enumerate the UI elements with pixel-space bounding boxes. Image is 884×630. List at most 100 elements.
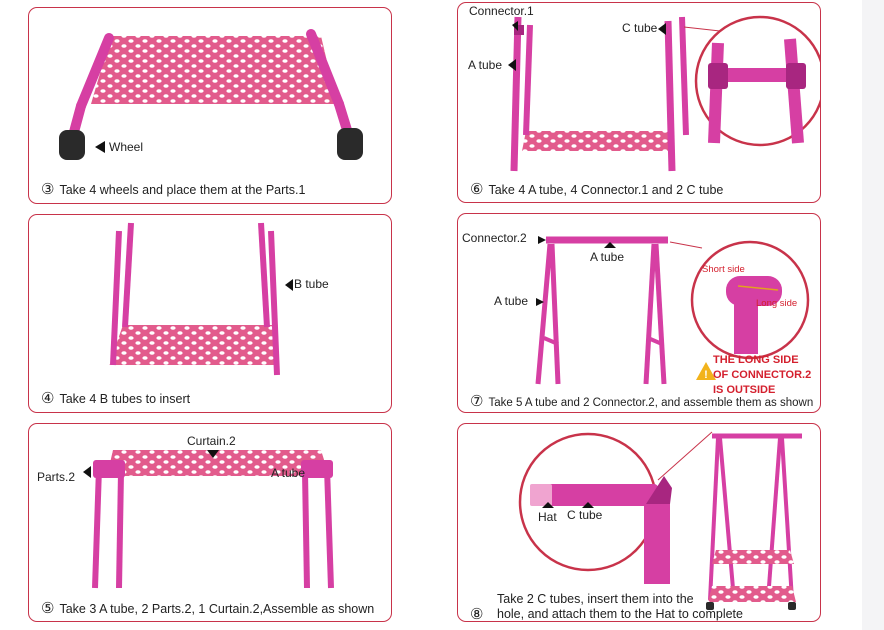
step-5-text: Take 3 A tube, 2 Parts.2, 1 Curtain.2,As… bbox=[59, 602, 375, 616]
a-tube-3 bbox=[643, 243, 657, 385]
a-tube-1 bbox=[535, 243, 553, 385]
label-a-tube: A tube bbox=[468, 58, 503, 72]
b-tube-1 bbox=[110, 230, 122, 366]
a-tube-pointer bbox=[508, 59, 516, 71]
zoom-guide bbox=[657, 431, 713, 481]
wheel-left bbox=[59, 130, 85, 160]
warning-text: THE LONG SIDE OF CONNECTOR.2 IS OUTSIDE bbox=[713, 353, 811, 398]
connector-pointer bbox=[512, 21, 518, 31]
step-3-number: ③ bbox=[41, 181, 55, 198]
a-tube-1 bbox=[510, 16, 522, 172]
warning-line-2: OF CONNECTOR.2 bbox=[713, 369, 812, 381]
step-7-caption: ⑦ Take 5 A tube and 2 Connector.2, and as… bbox=[470, 392, 813, 410]
zoom-connector-2 bbox=[726, 276, 782, 306]
wheel-pointer bbox=[95, 141, 105, 153]
step-6-number: ⑥ bbox=[470, 181, 484, 198]
a-tube-4 bbox=[653, 243, 667, 385]
zoom-connector-right bbox=[786, 63, 806, 89]
label-connector-2: Connector.2 bbox=[462, 231, 527, 245]
step-8-text-line-2: hole, and attach them to the Hat to comp… bbox=[497, 607, 743, 621]
c-tube-pointer bbox=[658, 23, 666, 35]
step-6-panel: Connector.1 C tube A tube ⑥ Take 4 A tube… bbox=[457, 2, 821, 203]
side-strip bbox=[862, 0, 884, 630]
step-5-number: ⑤ bbox=[41, 600, 55, 617]
a-tube-1 bbox=[92, 467, 102, 589]
fabric-shelf bbox=[522, 131, 672, 151]
step-7-illustration: ! bbox=[535, 236, 810, 385]
step-4-illustration bbox=[109, 222, 293, 376]
rack-shelf-upper bbox=[712, 550, 794, 564]
fabric-shelf bbox=[91, 36, 337, 104]
a-tube-2 bbox=[116, 471, 124, 589]
warning-line-3: IS OUTSIDE bbox=[713, 384, 776, 396]
a-tube-side-pointer bbox=[536, 298, 544, 306]
step-4-number: ④ bbox=[41, 390, 55, 407]
rack-wheel-right bbox=[788, 602, 796, 610]
label-connector-1: Connector.1 bbox=[469, 4, 534, 18]
zoom-a-tube-right bbox=[784, 38, 804, 144]
a-tube-3 bbox=[302, 471, 310, 589]
side-tube-left bbox=[76, 33, 114, 111]
step-3-illustration bbox=[59, 29, 363, 160]
label-parts: Parts.2 bbox=[37, 470, 76, 484]
side-tube-right bbox=[306, 29, 344, 109]
label-curtain: Curtain.2 bbox=[187, 434, 236, 448]
connector-1 bbox=[514, 25, 524, 35]
zoom-a-tube bbox=[734, 302, 758, 354]
warning-icon bbox=[696, 362, 716, 380]
zoom-guide bbox=[683, 26, 721, 32]
step-6-text: Take 4 A tube, 4 Connector.1 and 2 C tub… bbox=[488, 183, 724, 197]
step-3-text: Take 4 wheels and place them at the Part… bbox=[59, 183, 306, 197]
step-6-illustration bbox=[508, 15, 820, 172]
label-b-tube: B tube bbox=[294, 277, 329, 291]
b-tube-3 bbox=[258, 222, 270, 328]
parts-2-left bbox=[93, 460, 125, 478]
label-c-tube: C tube bbox=[622, 21, 658, 35]
label-hat: Hat bbox=[538, 510, 557, 524]
label-long-side: Long side bbox=[756, 298, 798, 309]
rack-leg-1 bbox=[708, 437, 720, 601]
step-7-number: ⑦ bbox=[470, 393, 484, 410]
step-8-text-line-1: Take 2 C tubes, insert them into the bbox=[497, 592, 694, 606]
a-tube-3 bbox=[664, 20, 676, 172]
fabric-shelf bbox=[109, 325, 275, 365]
curtain-fabric bbox=[107, 450, 329, 476]
label-a-tube-top: A tube bbox=[590, 250, 625, 264]
zoom-hat bbox=[530, 484, 552, 506]
step-7-text: Take 5 A tube and 2 Connector.2, and ass… bbox=[488, 397, 814, 409]
step-7-panel: ! Connector.2 A tube A tube Short side L… bbox=[457, 213, 821, 413]
warning-line-1: THE LONG SIDE bbox=[713, 354, 799, 366]
step-3-caption: ③ Take 4 wheels and place them at the Par… bbox=[41, 180, 305, 198]
a-tube-2 bbox=[523, 24, 533, 136]
step-5-caption: ⑤ Take 3 A tube, 2 Parts.2, 1 Curtain.2,A… bbox=[41, 599, 374, 617]
a-tube-top-pointer bbox=[604, 242, 616, 248]
rack-leg-4 bbox=[780, 437, 794, 601]
curtain-pointer bbox=[207, 450, 219, 458]
step-6-caption: ⑥ Take 4 A tube, 4 Connector.1 and 2 C tu… bbox=[470, 180, 723, 198]
b-tube-4 bbox=[268, 230, 280, 376]
step-4-text: Take 4 B tubes to insert bbox=[59, 392, 191, 406]
b-tube-pointer bbox=[285, 279, 293, 291]
step-3-panel: Wheel ③ Take 4 wheels and place them at t… bbox=[28, 7, 392, 204]
label-a-tube-side: A tube bbox=[494, 294, 529, 308]
hat-pointer bbox=[542, 502, 554, 508]
long-side-arrow bbox=[737, 285, 779, 291]
step-8-caption: ⑧ Take 2 C tubes, insert them into the h… bbox=[470, 592, 743, 622]
rack-wheel-left bbox=[706, 602, 714, 610]
zoom-c-tube bbox=[530, 484, 658, 506]
zoom-a-tube-left bbox=[708, 42, 724, 144]
step-8-panel: Hat C tube ⑧ Take 2 C tubes, insert them… bbox=[457, 423, 821, 622]
step-4-caption: ④ Take 4 B tubes to insert bbox=[41, 389, 190, 407]
zoom-guide bbox=[669, 241, 703, 249]
parts-2-right bbox=[301, 460, 333, 478]
step-4-panel: B tube ④ Take 4 B tubes to insert bbox=[28, 214, 392, 413]
a-tube-4 bbox=[679, 16, 689, 136]
connector-pointer bbox=[538, 236, 546, 244]
b-tube-2 bbox=[122, 222, 134, 328]
label-short-side: Short side bbox=[702, 264, 745, 275]
a-tube-4 bbox=[324, 467, 334, 589]
label-wheel: Wheel bbox=[109, 140, 144, 154]
zoom-connector-left bbox=[708, 63, 728, 89]
step-8-number: ⑧ bbox=[470, 606, 484, 622]
